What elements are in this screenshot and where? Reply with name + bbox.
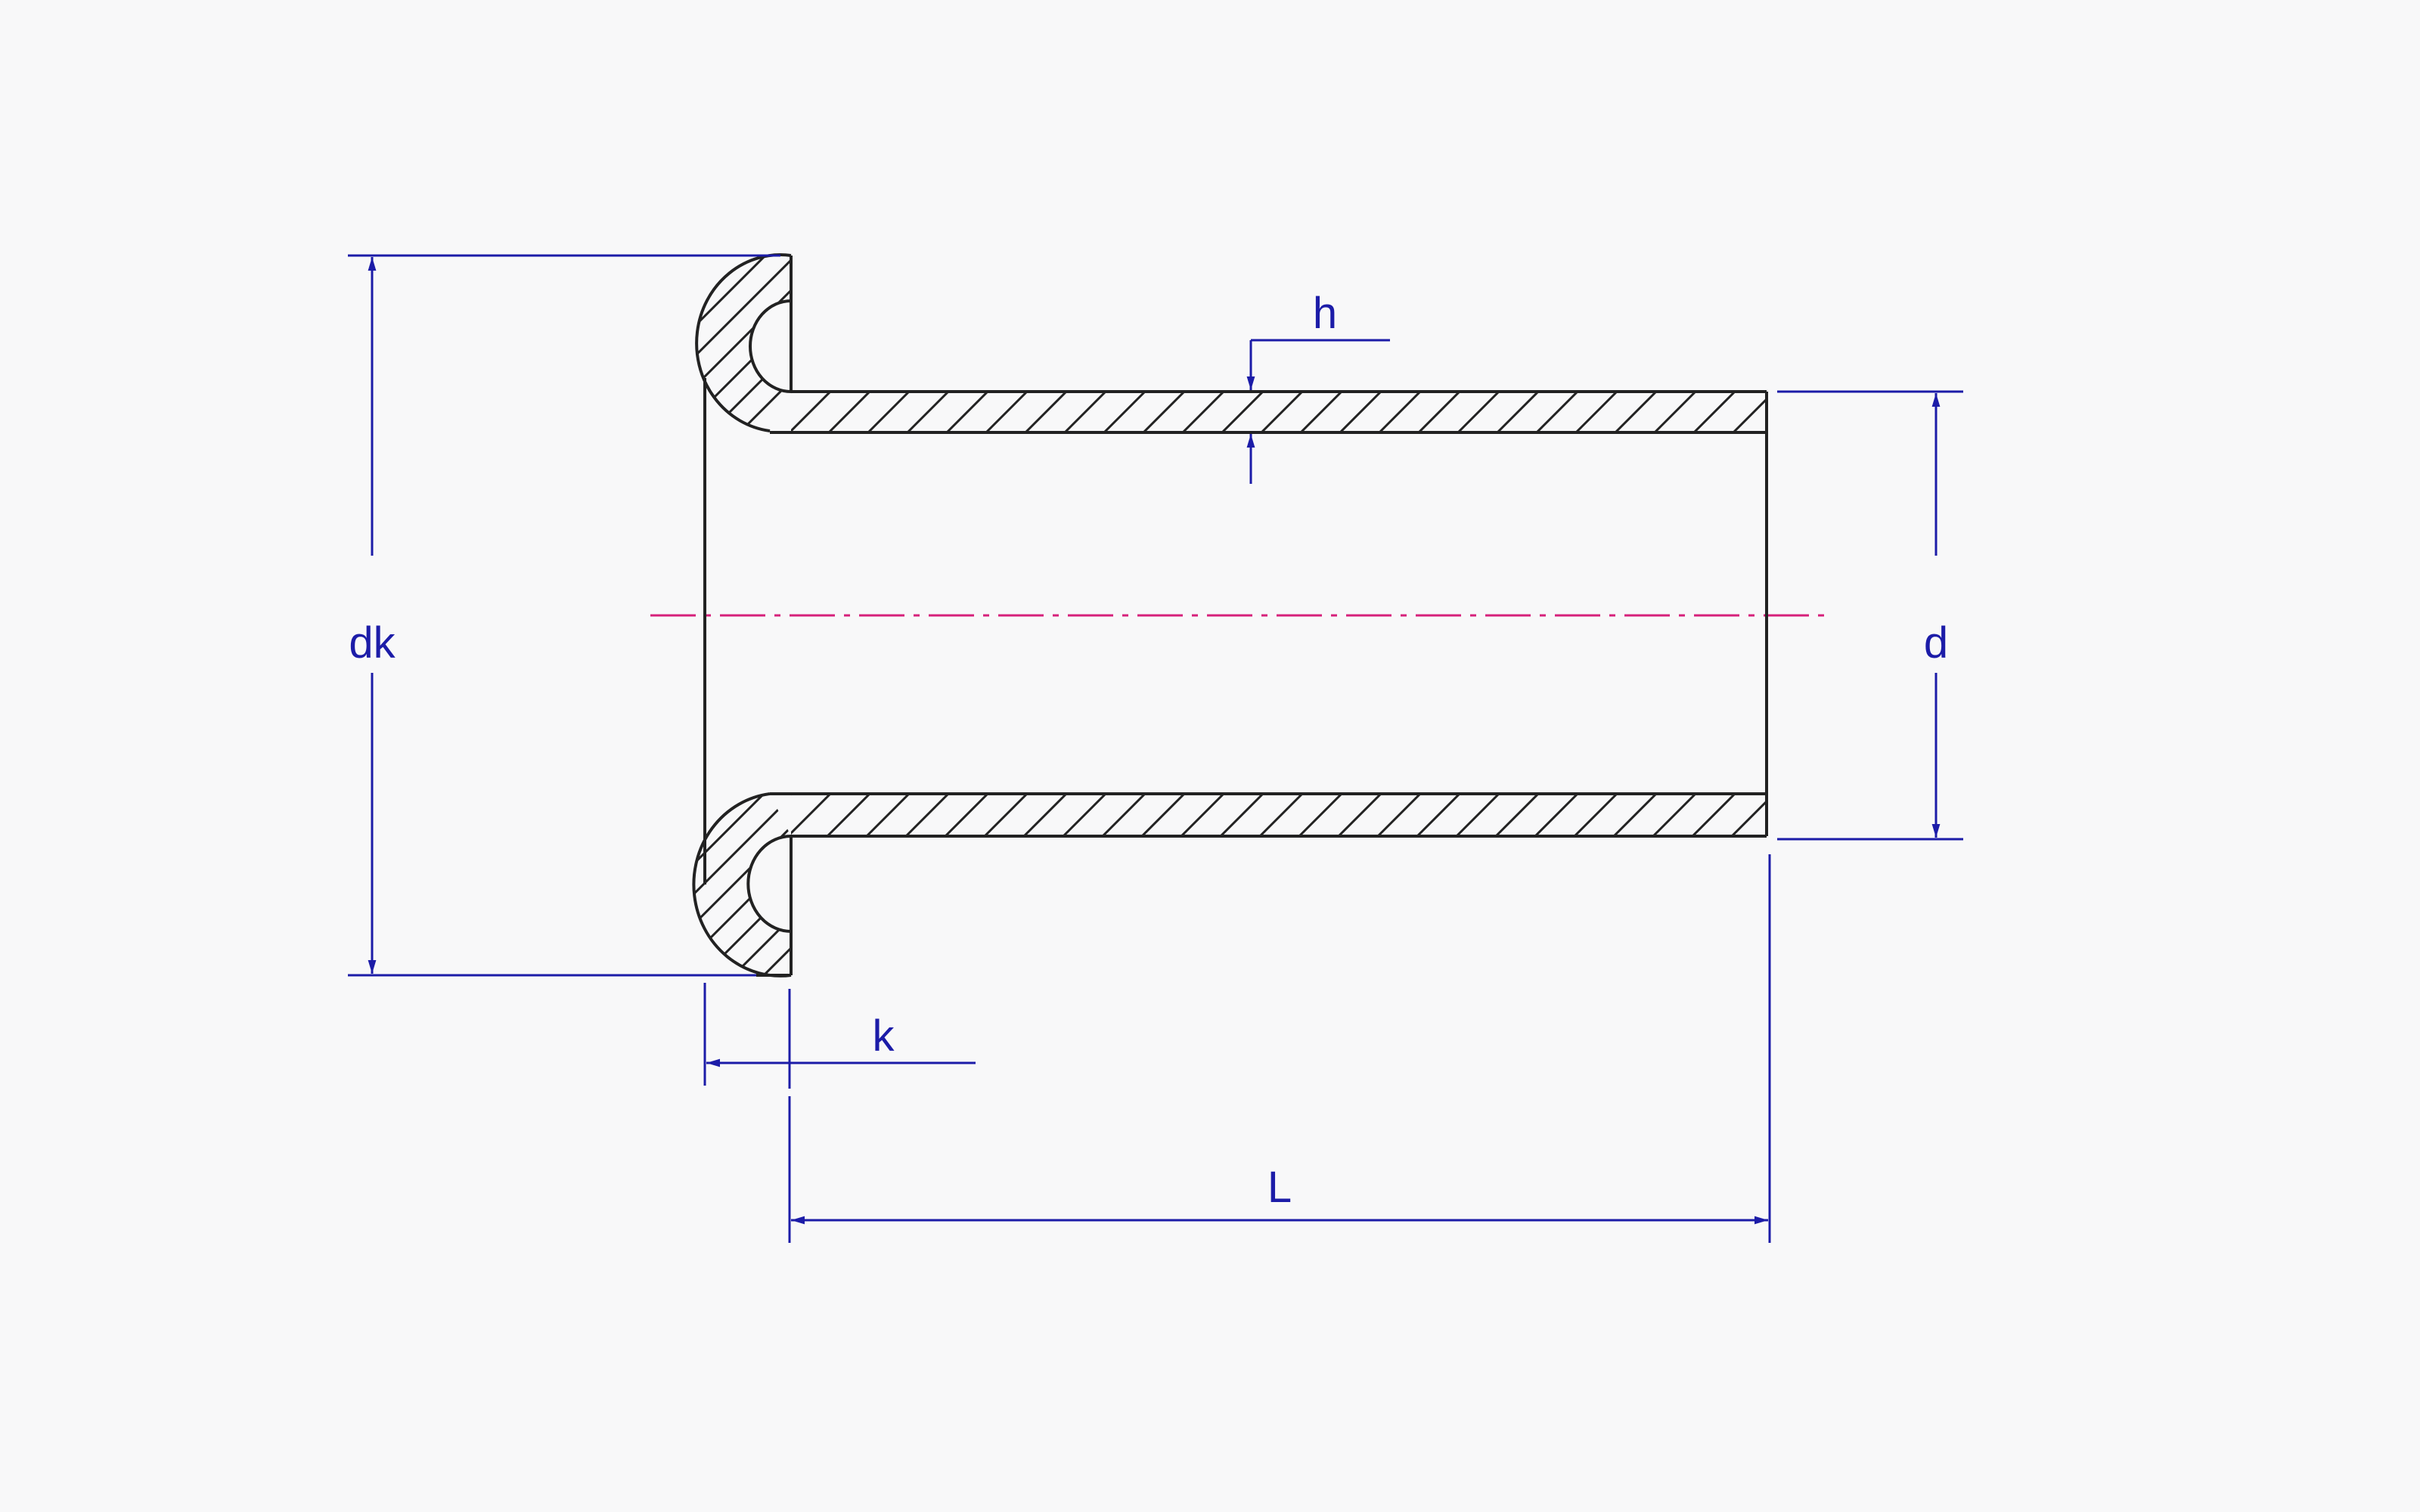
hatch-line	[985, 392, 1028, 432]
dimension-l	[788, 854, 1771, 1243]
hatch-line	[1455, 794, 1500, 836]
hatch-line	[865, 794, 911, 836]
hatch-line	[1535, 392, 1579, 432]
hatch-line	[693, 794, 773, 976]
hatch-line	[904, 794, 950, 836]
hatch-line	[1101, 794, 1146, 836]
hatch-line	[1417, 392, 1461, 432]
section-hatching-flange-bottom	[484, 786, 791, 983]
label-d: d	[1924, 618, 1948, 668]
hatch-line	[1575, 392, 1618, 432]
hatch-line	[794, 249, 983, 438]
hatch-line	[1063, 392, 1107, 432]
hatch-line	[1221, 392, 1264, 432]
hatch-line	[1103, 392, 1146, 432]
hatch-line	[906, 392, 950, 432]
label-k: k	[873, 1012, 895, 1061]
hatch-line	[1416, 794, 1461, 836]
hatch-line	[1299, 392, 1343, 432]
dimension-dk	[348, 254, 780, 977]
dimension-k	[703, 983, 976, 1089]
hatch-line	[702, 255, 791, 431]
hatch-line	[791, 392, 793, 394]
label-l: L	[1267, 1163, 1292, 1212]
hatch-line	[1457, 392, 1500, 432]
dimension-h	[1246, 339, 1390, 484]
hatch-line	[791, 392, 832, 432]
hatch-line	[1534, 794, 1579, 836]
hatch-line	[791, 794, 793, 796]
hatch-line	[1219, 794, 1264, 836]
hatch-line	[697, 255, 773, 431]
hatch-line	[983, 794, 1028, 836]
hatch-line	[1612, 794, 1658, 836]
hatch-line	[827, 392, 871, 432]
hatch-line	[1062, 794, 1107, 836]
hatch-line	[1022, 794, 1068, 836]
dimension-d	[1777, 390, 1963, 841]
hatch-line	[693, 794, 743, 976]
hatch-line	[697, 255, 743, 431]
hatch-line	[1652, 794, 1697, 836]
hatch-line	[693, 794, 712, 976]
hatch-line	[755, 794, 791, 976]
hatch-line	[1614, 392, 1658, 432]
section-hatching-top	[791, 392, 1767, 432]
section-hatching-bottom	[791, 794, 1767, 836]
hatch-line	[1181, 392, 1225, 432]
hatch-line	[1653, 392, 1697, 432]
hatch-line	[697, 255, 791, 431]
hatch-line	[1573, 794, 1618, 836]
hatch-line	[697, 255, 712, 431]
hatch-line	[1494, 794, 1540, 836]
hatch-line	[1376, 794, 1422, 836]
hatch-line	[1258, 794, 1304, 836]
hatch-line	[694, 794, 791, 976]
hatch-line	[1180, 794, 1225, 836]
hatch-line	[945, 392, 989, 432]
hatch-line	[1140, 794, 1186, 836]
hatch-line	[1692, 392, 1736, 432]
hatch-line	[1732, 397, 1767, 432]
label-h: h	[1313, 289, 1337, 338]
hatch-line	[867, 392, 911, 432]
hatch-line	[826, 794, 871, 836]
hatch-line	[1260, 392, 1304, 432]
hatch-line	[1730, 799, 1767, 836]
hatch-line	[944, 794, 989, 836]
hatch-line	[1339, 392, 1382, 432]
hatch-line	[697, 255, 791, 431]
hatch-line	[785, 794, 791, 976]
hatch-line	[1142, 392, 1186, 432]
hatch-line	[693, 794, 791, 976]
hatch-line	[732, 255, 791, 431]
hatch-line	[693, 794, 791, 976]
hatch-line	[492, 249, 681, 438]
label-dk: dk	[349, 618, 396, 668]
hatch-line	[484, 786, 681, 983]
hatch-line	[1298, 794, 1343, 836]
hatch-line	[1691, 794, 1736, 836]
hatch-line	[791, 794, 832, 835]
hatch-line	[724, 794, 791, 976]
hatch-line	[1337, 794, 1382, 836]
hatch-line	[1378, 392, 1422, 432]
hatch-line	[1496, 392, 1540, 432]
hatch-line	[697, 255, 791, 431]
section-hatching-flange-top	[492, 249, 983, 438]
hatch-line	[1024, 392, 1068, 432]
